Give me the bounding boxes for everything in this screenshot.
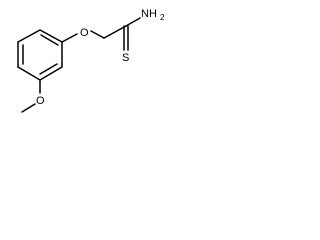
ether-oxygen-label: O bbox=[80, 27, 89, 39]
methoxy-oxygen-label: O bbox=[36, 95, 45, 107]
bond-ring-to-ether-oxygen bbox=[61, 33, 78, 43]
benzene-ring bbox=[17, 29, 63, 81]
amine-label: NH bbox=[141, 8, 157, 20]
bond-ch2-to-thiocarbonyl bbox=[103, 25, 127, 39]
amine-subscript-label: 2 bbox=[160, 13, 165, 22]
ring-double-bond bbox=[39, 63, 58, 75]
bond-methoxy-oxygen-to-methyl bbox=[21, 103, 36, 113]
sulfur-label: S bbox=[122, 52, 129, 64]
ring-double-bond bbox=[40, 34, 59, 46]
bond-ether-oxygen-to-ch2 bbox=[90, 30, 105, 39]
ring-bond bbox=[17, 29, 41, 43]
ring-bond bbox=[39, 29, 63, 43]
ring-bond bbox=[39, 66, 63, 81]
ring-bond bbox=[17, 66, 41, 81]
bond-thiocarbonyl-to-amine bbox=[125, 17, 141, 27]
chemical-structure-diagram: O NH 2 S O bbox=[17, 8, 165, 113]
